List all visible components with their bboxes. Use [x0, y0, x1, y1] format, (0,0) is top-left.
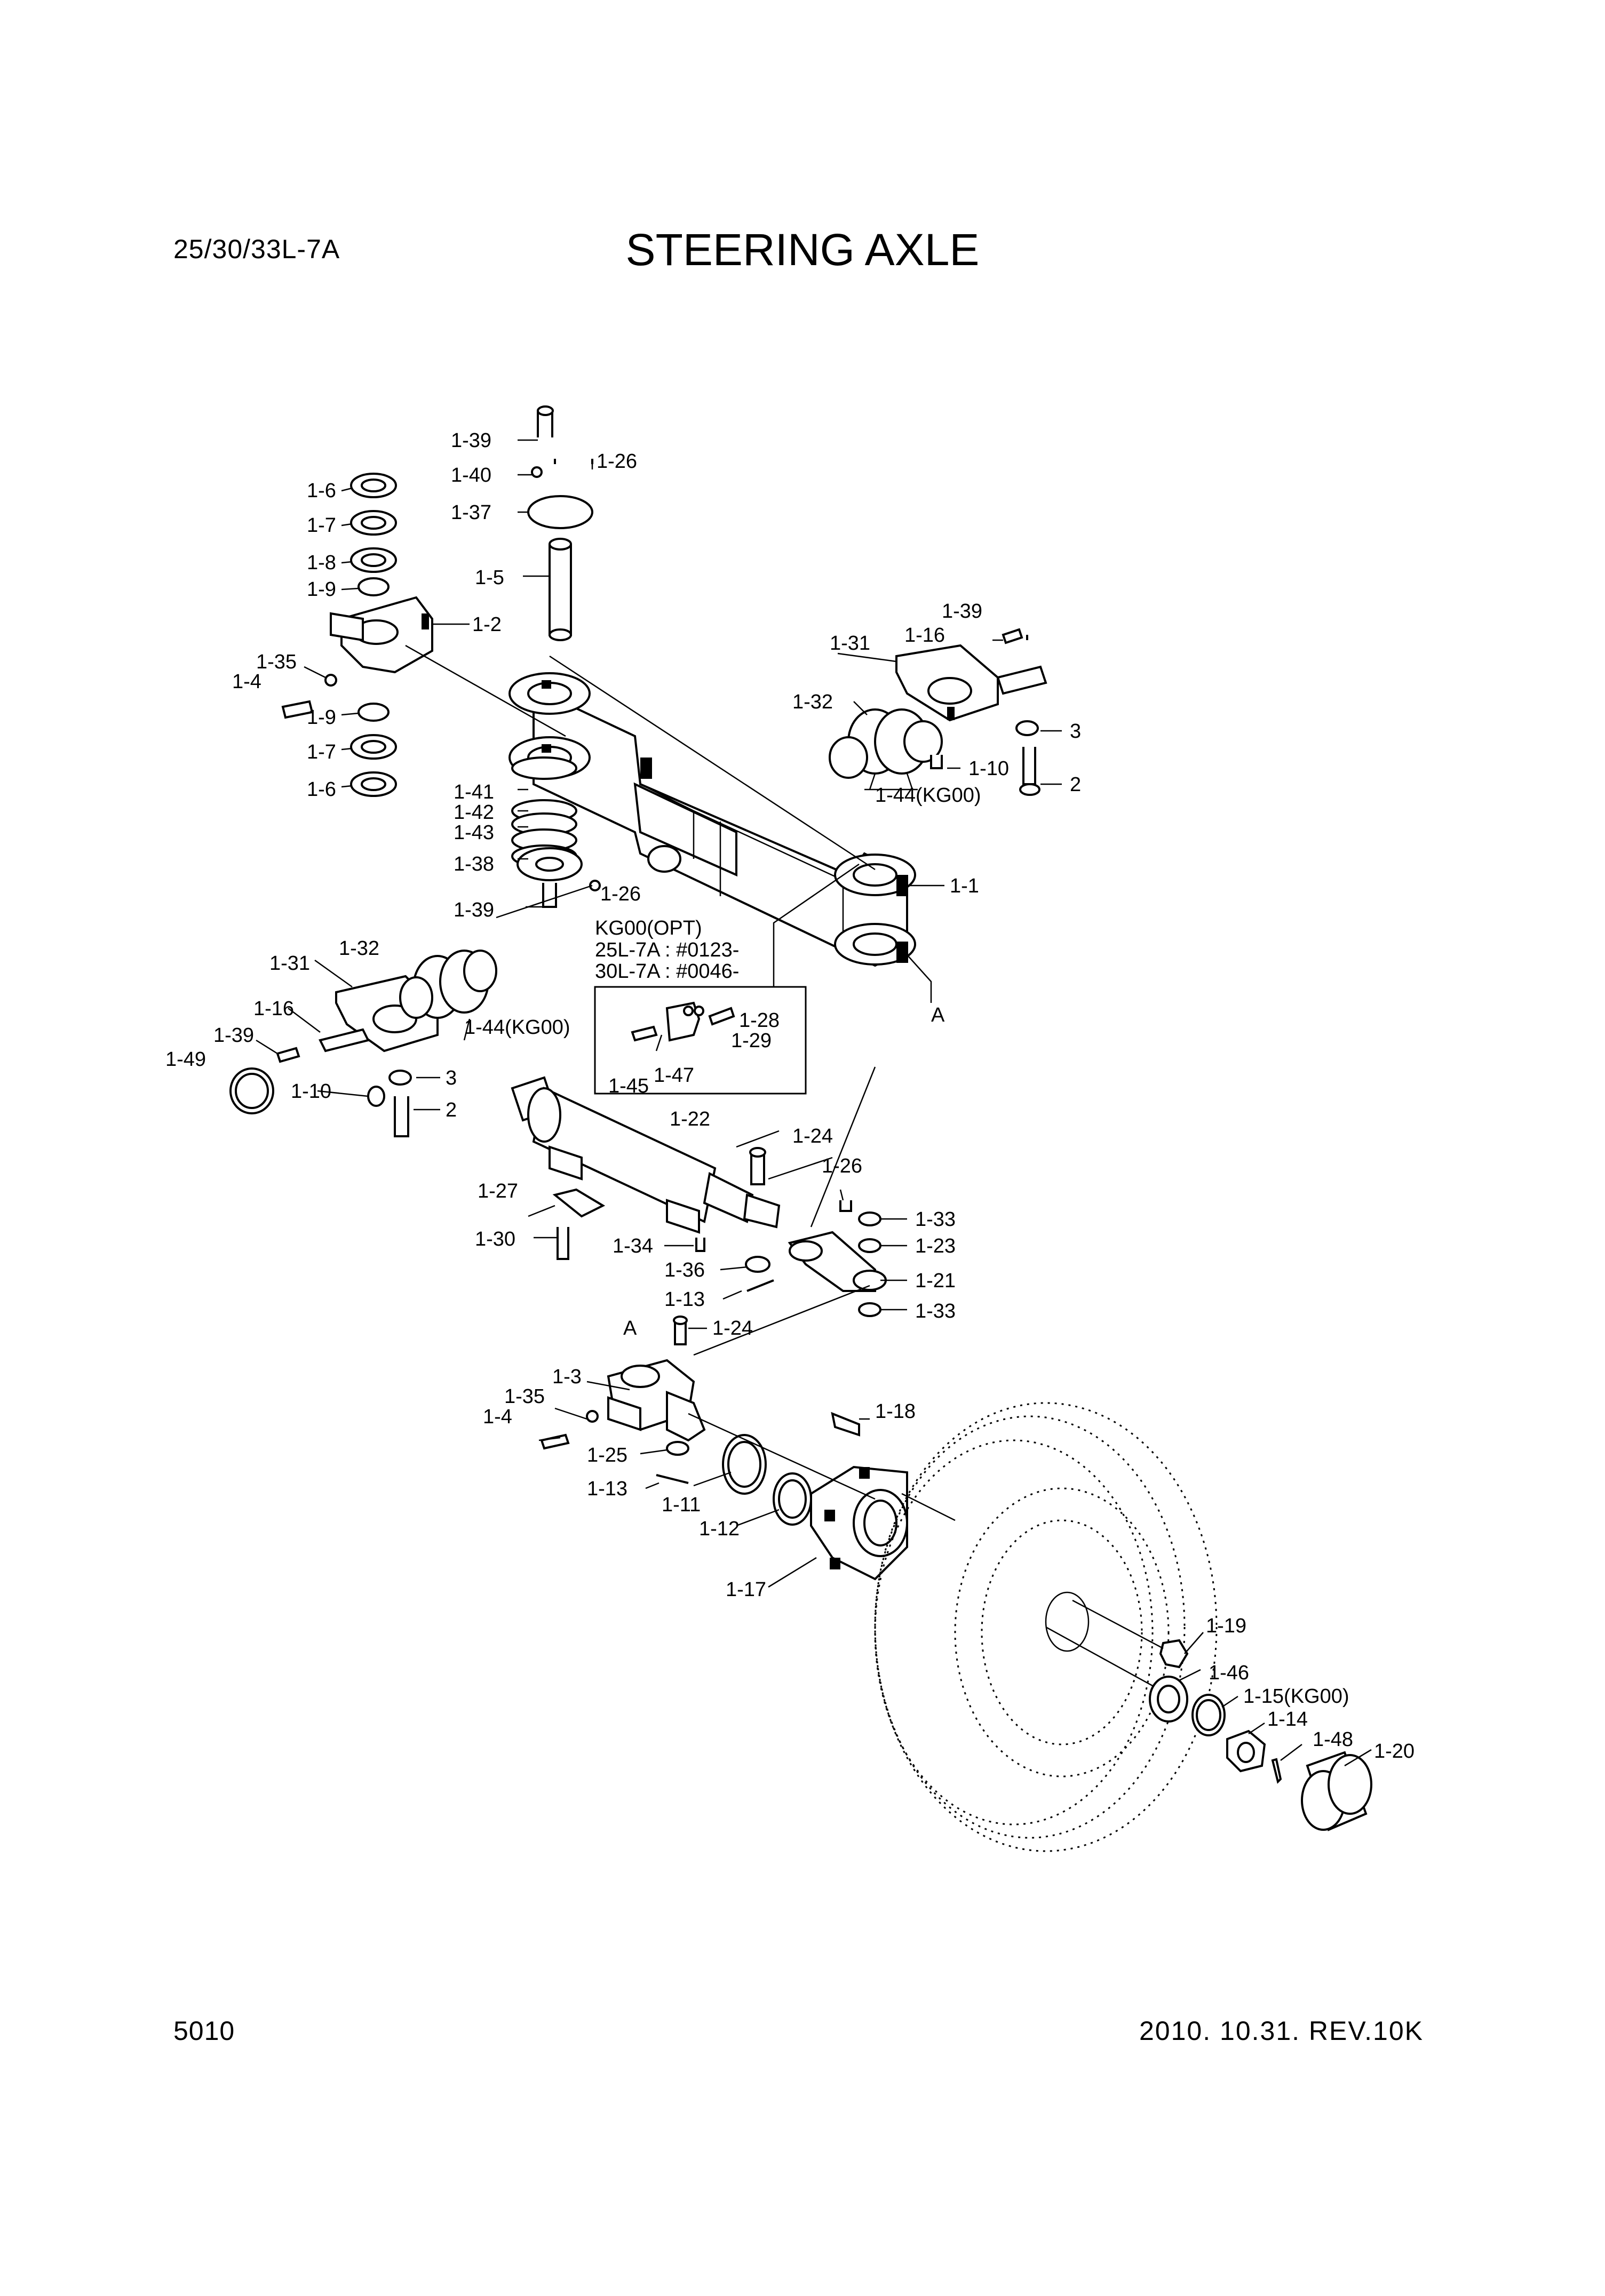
- callout-1-35-bottom: 1-35: [504, 1385, 545, 1408]
- callout-1-29: 1-29: [731, 1030, 772, 1052]
- callout-1-32-right: 1-32: [792, 691, 833, 713]
- callout-1-42: 1-42: [454, 801, 494, 824]
- callout-1-10-left: 1-10: [291, 1080, 331, 1103]
- callout-labels: 1-39 1-40 1-26 1-37 1-6 1-7 1-8 1-9 1-5 …: [165, 429, 1415, 1763]
- callout-1-4-bottom: 1-4: [483, 1406, 512, 1428]
- callout-1-26-mid: 1-26: [600, 883, 641, 905]
- hub-assembly: [722, 1412, 908, 1581]
- callout-1-25: 1-25: [587, 1444, 627, 1466]
- callout-3-right: 3: [1070, 720, 1081, 743]
- callout-1-23: 1-23: [915, 1235, 956, 1257]
- callout-1-6-top: 1-6: [307, 480, 336, 502]
- callout-1-12: 1-12: [699, 1518, 740, 1540]
- callout-1-44-kg00-right: 1-44(KG00): [875, 784, 981, 807]
- callout-1-39-mid: 1-39: [454, 899, 494, 921]
- left-bracket: [229, 950, 497, 1137]
- callout-1-2: 1-2: [472, 613, 502, 636]
- callout-1-17: 1-17: [726, 1578, 766, 1601]
- callout-1-7-top: 1-7: [307, 514, 336, 537]
- callout-2-left: 2: [446, 1099, 457, 1121]
- callout-2-right: 2: [1070, 774, 1081, 796]
- callout-1-41: 1-41: [454, 781, 494, 803]
- callout-1-34: 1-34: [613, 1235, 653, 1257]
- callout-1-7-bottom: 1-7: [307, 741, 336, 763]
- callout-1-5: 1-5: [475, 567, 504, 589]
- callout-1-1: 1-1: [950, 875, 979, 897]
- callout-1-33-bottom: 1-33: [915, 1300, 956, 1322]
- callout-1-46: 1-46: [1209, 1662, 1249, 1684]
- callout-1-45: 1-45: [608, 1075, 649, 1097]
- callout-1-22: 1-22: [670, 1108, 710, 1130]
- callout-1-15-kg00: 1-15(KG00): [1243, 1685, 1349, 1708]
- kingpin-and-cap: [511, 405, 601, 908]
- callout-1-48: 1-48: [1313, 1728, 1353, 1751]
- callout-1-32-left: 1-32: [339, 937, 379, 960]
- callout-1-16-right: 1-16: [904, 624, 945, 647]
- callout-1-9-top: 1-9: [307, 578, 336, 601]
- callout-1-24-top: 1-24: [792, 1125, 833, 1147]
- callout-1-16-left: 1-16: [253, 998, 294, 1020]
- callout-1-37: 1-37: [451, 501, 491, 524]
- callout-1-13-top: 1-13: [664, 1288, 705, 1311]
- callout-1-10-right: 1-10: [968, 758, 1009, 780]
- callout-1-14: 1-14: [1267, 1708, 1308, 1731]
- callout-1-6-bottom: 1-6: [307, 778, 336, 801]
- callout-1-13-bottom: 1-13: [587, 1478, 627, 1500]
- callout-1-30: 1-30: [475, 1228, 515, 1250]
- callout-a-top: A: [931, 1004, 945, 1026]
- callout-1-47: 1-47: [654, 1064, 694, 1087]
- callout-1-11: 1-11: [662, 1494, 701, 1516]
- callout-1-26-top: 1-26: [597, 450, 637, 473]
- callout-1-35-left: 1-35: [256, 651, 297, 673]
- callout-1-28: 1-28: [739, 1009, 780, 1032]
- right-knuckle: [540, 1316, 706, 1484]
- page-number: 5010: [173, 2016, 235, 2046]
- callout-1-24-bottom: 1-24: [712, 1317, 753, 1340]
- callout-1-19: 1-19: [1206, 1615, 1246, 1637]
- model-code: 25/30/33L-7A: [173, 234, 340, 264]
- callout-1-20: 1-20: [1374, 1740, 1415, 1763]
- kg00-note-line-3: 30L-7A : #0046-: [595, 960, 739, 983]
- right-bracket: [829, 628, 1047, 796]
- callout-1-39-top: 1-39: [451, 429, 491, 452]
- revision-date: 2010. 10.31. REV.10K: [1139, 2016, 1424, 2046]
- callout-1-18: 1-18: [875, 1400, 916, 1423]
- callout-1-31-right: 1-31: [830, 632, 870, 655]
- callout-1-40: 1-40: [451, 464, 491, 487]
- callout-1-43: 1-43: [454, 822, 494, 844]
- callout-1-39-left: 1-39: [213, 1024, 254, 1047]
- callout-1-31-left: 1-31: [269, 952, 310, 975]
- callout-1-9-bottom: 1-9: [307, 706, 336, 729]
- page-title: STEERING AXLE: [625, 225, 980, 275]
- callout-1-39-right: 1-39: [942, 600, 982, 623]
- wheel-hardware: [1149, 1639, 1372, 1831]
- kg00-option-box: [594, 986, 807, 1095]
- callout-1-27: 1-27: [478, 1180, 518, 1202]
- kg00-note-line-1: KG00(OPT): [595, 917, 702, 939]
- callout-1-49: 1-49: [165, 1048, 206, 1071]
- callout-1-21: 1-21: [915, 1270, 956, 1292]
- callout-1-8: 1-8: [307, 552, 336, 574]
- callout-1-3: 1-3: [552, 1366, 582, 1388]
- callout-1-38: 1-38: [454, 853, 494, 875]
- callout-1-33-top: 1-33: [915, 1208, 956, 1231]
- tire: [874, 1402, 1218, 1852]
- kg00-note-line-2: 25L-7A : #0123-: [595, 939, 739, 961]
- steering-cylinder: [511, 1076, 781, 1292]
- callout-a-bottom: A: [623, 1317, 637, 1340]
- callout-1-26-bottom: 1-26: [822, 1155, 862, 1177]
- kingpin-stack-upper: [281, 473, 433, 797]
- leader-lines: [256, 439, 1372, 1767]
- callout-1-44-kg00-left: 1-44(KG00): [464, 1016, 570, 1039]
- callout-3-left: 3: [446, 1067, 457, 1089]
- callout-1-36: 1-36: [664, 1259, 705, 1281]
- callout-1-4-left: 1-4: [232, 671, 261, 693]
